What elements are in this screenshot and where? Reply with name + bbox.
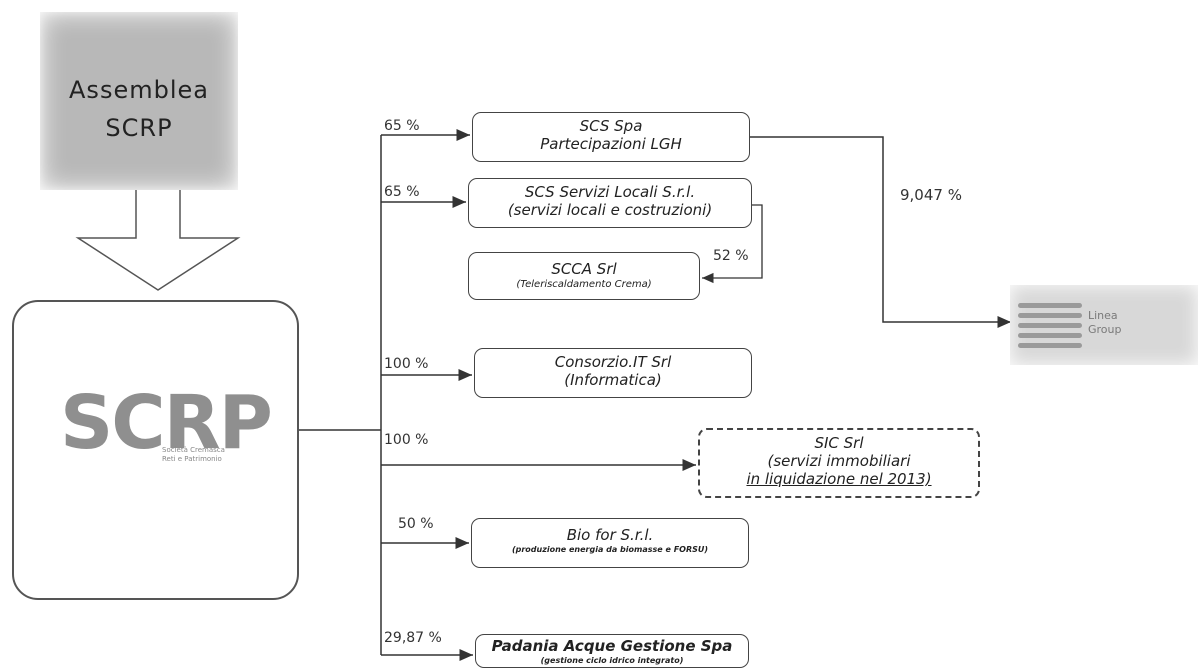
percent-bio-for: 50 % [398, 516, 434, 532]
scs-servizi-name: SCS Servizi Locali S.r.l. [524, 183, 696, 201]
scca-subtitle: (Teleriscaldamento Crema) [516, 279, 652, 290]
consorzio-it-subtitle: (Informatica) [564, 371, 662, 389]
sic-subtitle-2: in liquidazione nel 2013) [746, 470, 932, 488]
linea-group-logo: Linea Group [1010, 285, 1198, 365]
bio-for-subtitle: (produzione energia da biomasse e FORSU) [511, 545, 709, 554]
box-scca: SCCA Srl (Teleriscaldamento Crema) [468, 252, 700, 300]
scs-spa-name: SCS Spa [579, 117, 643, 135]
percent-scs-servizi: 65 % [384, 184, 420, 200]
wave-icon [1018, 303, 1082, 348]
scca-name: SCCA Srl [551, 260, 617, 278]
padania-subtitle: (gestione ciclo idrico integrato) [540, 656, 684, 665]
box-scs-servizi: SCS Servizi Locali S.r.l. (servizi local… [468, 178, 752, 228]
percent-sic: 100 % [384, 432, 429, 448]
scrp-logo: SCRP [60, 380, 273, 466]
consorzio-it-name: Consorzio.IT Srl [554, 353, 672, 371]
box-bio-for: Bio for S.r.l. (produzione energia da bi… [471, 518, 749, 568]
sic-name: SIC Srl [814, 434, 864, 452]
percent-scca: 52 % [713, 248, 749, 264]
percent-padania: 29,87 % [384, 630, 442, 646]
assembly-title: Assemblea [69, 76, 209, 104]
scs-servizi-subtitle: (servizi locali e costruzioni) [507, 201, 713, 219]
scs-spa-subtitle: Partecipazioni LGH [540, 135, 682, 153]
percent-lgh: 9,047 % [900, 186, 962, 204]
box-scs-spa: SCS Spa Partecipazioni LGH [472, 112, 750, 162]
box-consorzio-it: Consorzio.IT Srl (Informatica) [474, 348, 752, 398]
linea-group-text: Linea Group [1088, 309, 1122, 337]
down-arrow-icon [75, 190, 241, 291]
sic-subtitle: (servizi immobiliari [767, 452, 911, 470]
box-sic: SIC Srl (servizi immobiliari in liquidaz… [698, 428, 980, 498]
percent-consorzio-it: 100 % [384, 356, 429, 372]
box-padania: Padania Acque Gestione Spa (gestione cic… [475, 634, 749, 668]
padania-name: Padania Acque Gestione Spa [491, 637, 733, 655]
linea-group-line1: Linea [1088, 309, 1118, 322]
bio-for-name: Bio for S.r.l. [566, 526, 654, 544]
scrp-box [12, 300, 299, 600]
percent-scs-spa: 65 % [384, 118, 420, 134]
scrp-logo-subtitle: Società Cremasca Reti e Patrimonio [162, 446, 225, 463]
assembly-subtitle: SCRP [105, 114, 173, 142]
assembly-box: Assemblea SCRP [40, 12, 238, 190]
linea-group-line2: Group [1088, 323, 1122, 336]
